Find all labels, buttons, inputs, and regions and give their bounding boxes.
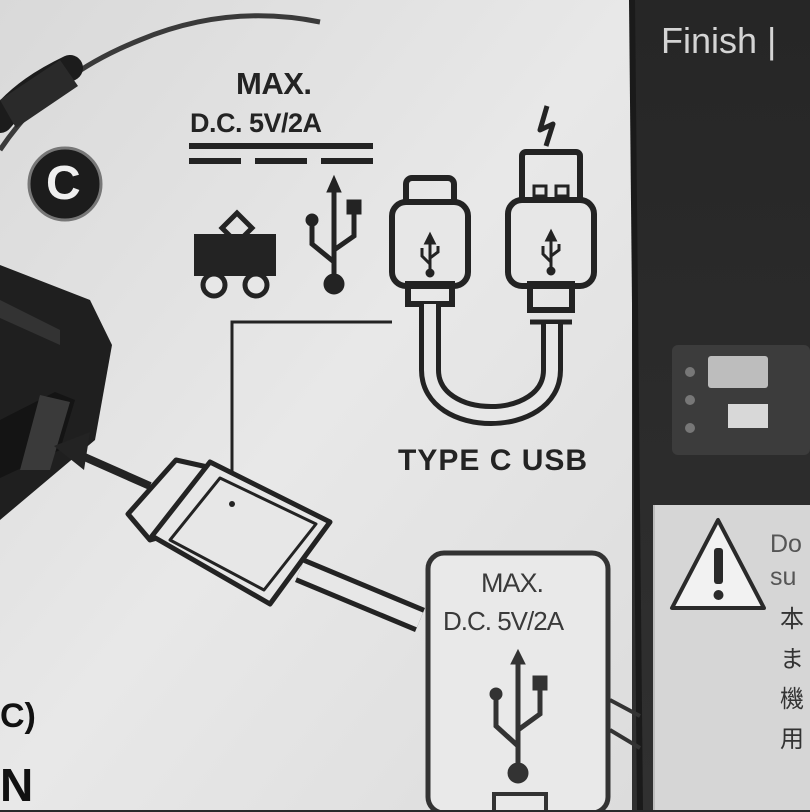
circle-badge [27, 146, 103, 222]
edge-fragment-upper: C) [0, 697, 36, 735]
console-device [0, 265, 112, 520]
usb-trident-icon [305, 174, 362, 295]
warning-text-jp: 本ま機用 [780, 606, 804, 753]
warning-text-en: Do su [770, 530, 802, 591]
dc-rating-label-box: D.C. 5V/2A [443, 606, 564, 636]
dc-symbol-lines [189, 143, 373, 164]
toy-train-icon [194, 209, 276, 299]
panel-heading: Finish | [661, 20, 777, 61]
usb-trident-icon-box [489, 648, 548, 810]
max-label-top: MAX. [236, 66, 312, 101]
usb-a-plug [505, 149, 597, 325]
insert-arrow-icon [54, 432, 152, 490]
circle-badge-letter: C [46, 157, 81, 210]
dc-rating-label-top: D.C. 5V/2A [190, 108, 322, 138]
lightning-icon [537, 105, 556, 147]
cable-caption: TYPE C USB [398, 444, 589, 477]
type-c-connector [125, 457, 333, 607]
type-c-plug [389, 175, 471, 307]
warning-triangle-icon [670, 518, 766, 610]
callout-line [230, 320, 392, 500]
product-photo [672, 345, 810, 455]
max-label-box: MAX. [481, 568, 544, 598]
edge-fragment-lower: N [0, 759, 34, 811]
